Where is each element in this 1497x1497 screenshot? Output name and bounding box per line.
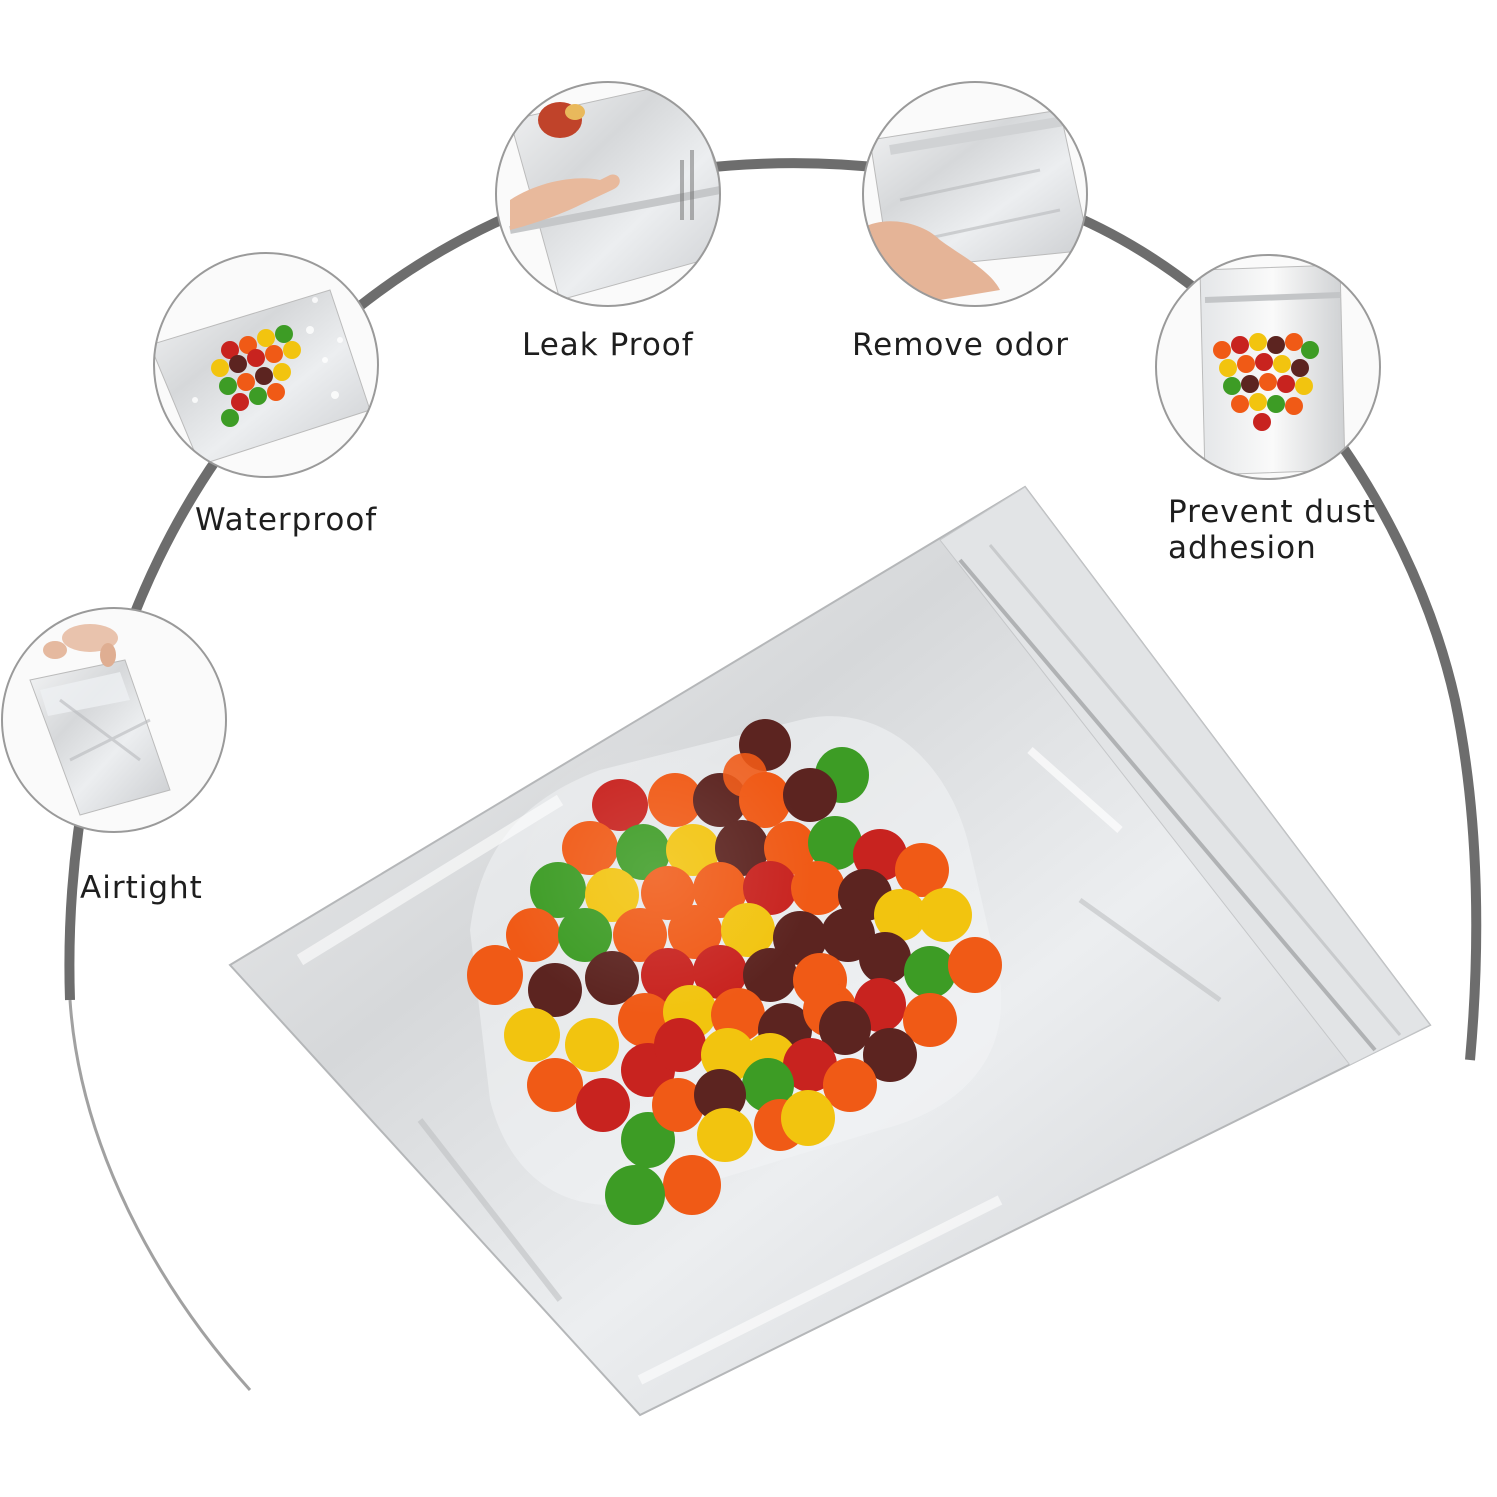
feature-label-prevent-dust: Prevent dust adhesion <box>1168 494 1376 566</box>
feature-label-prevent-dust-line2: adhesion <box>1168 530 1317 566</box>
feature-label-prevent-dust-line1: Prevent dust <box>1168 494 1376 530</box>
feature-label-airtight: Airtight <box>80 870 203 906</box>
prevent-dust-photo <box>1155 254 1381 480</box>
airtight-photo <box>1 607 227 833</box>
feature-label-waterproof: Waterproof <box>195 502 378 538</box>
waterproof-photo <box>153 252 379 478</box>
leak-proof-photo <box>495 81 721 307</box>
remove-odor-photo <box>862 81 1088 307</box>
feature-label-remove-odor: Remove odor <box>852 327 1070 363</box>
candy-pile <box>460 719 1020 1230</box>
feature-label-leak-proof: Leak Proof <box>522 327 694 363</box>
feature-arc-lower <box>68 999 252 1392</box>
